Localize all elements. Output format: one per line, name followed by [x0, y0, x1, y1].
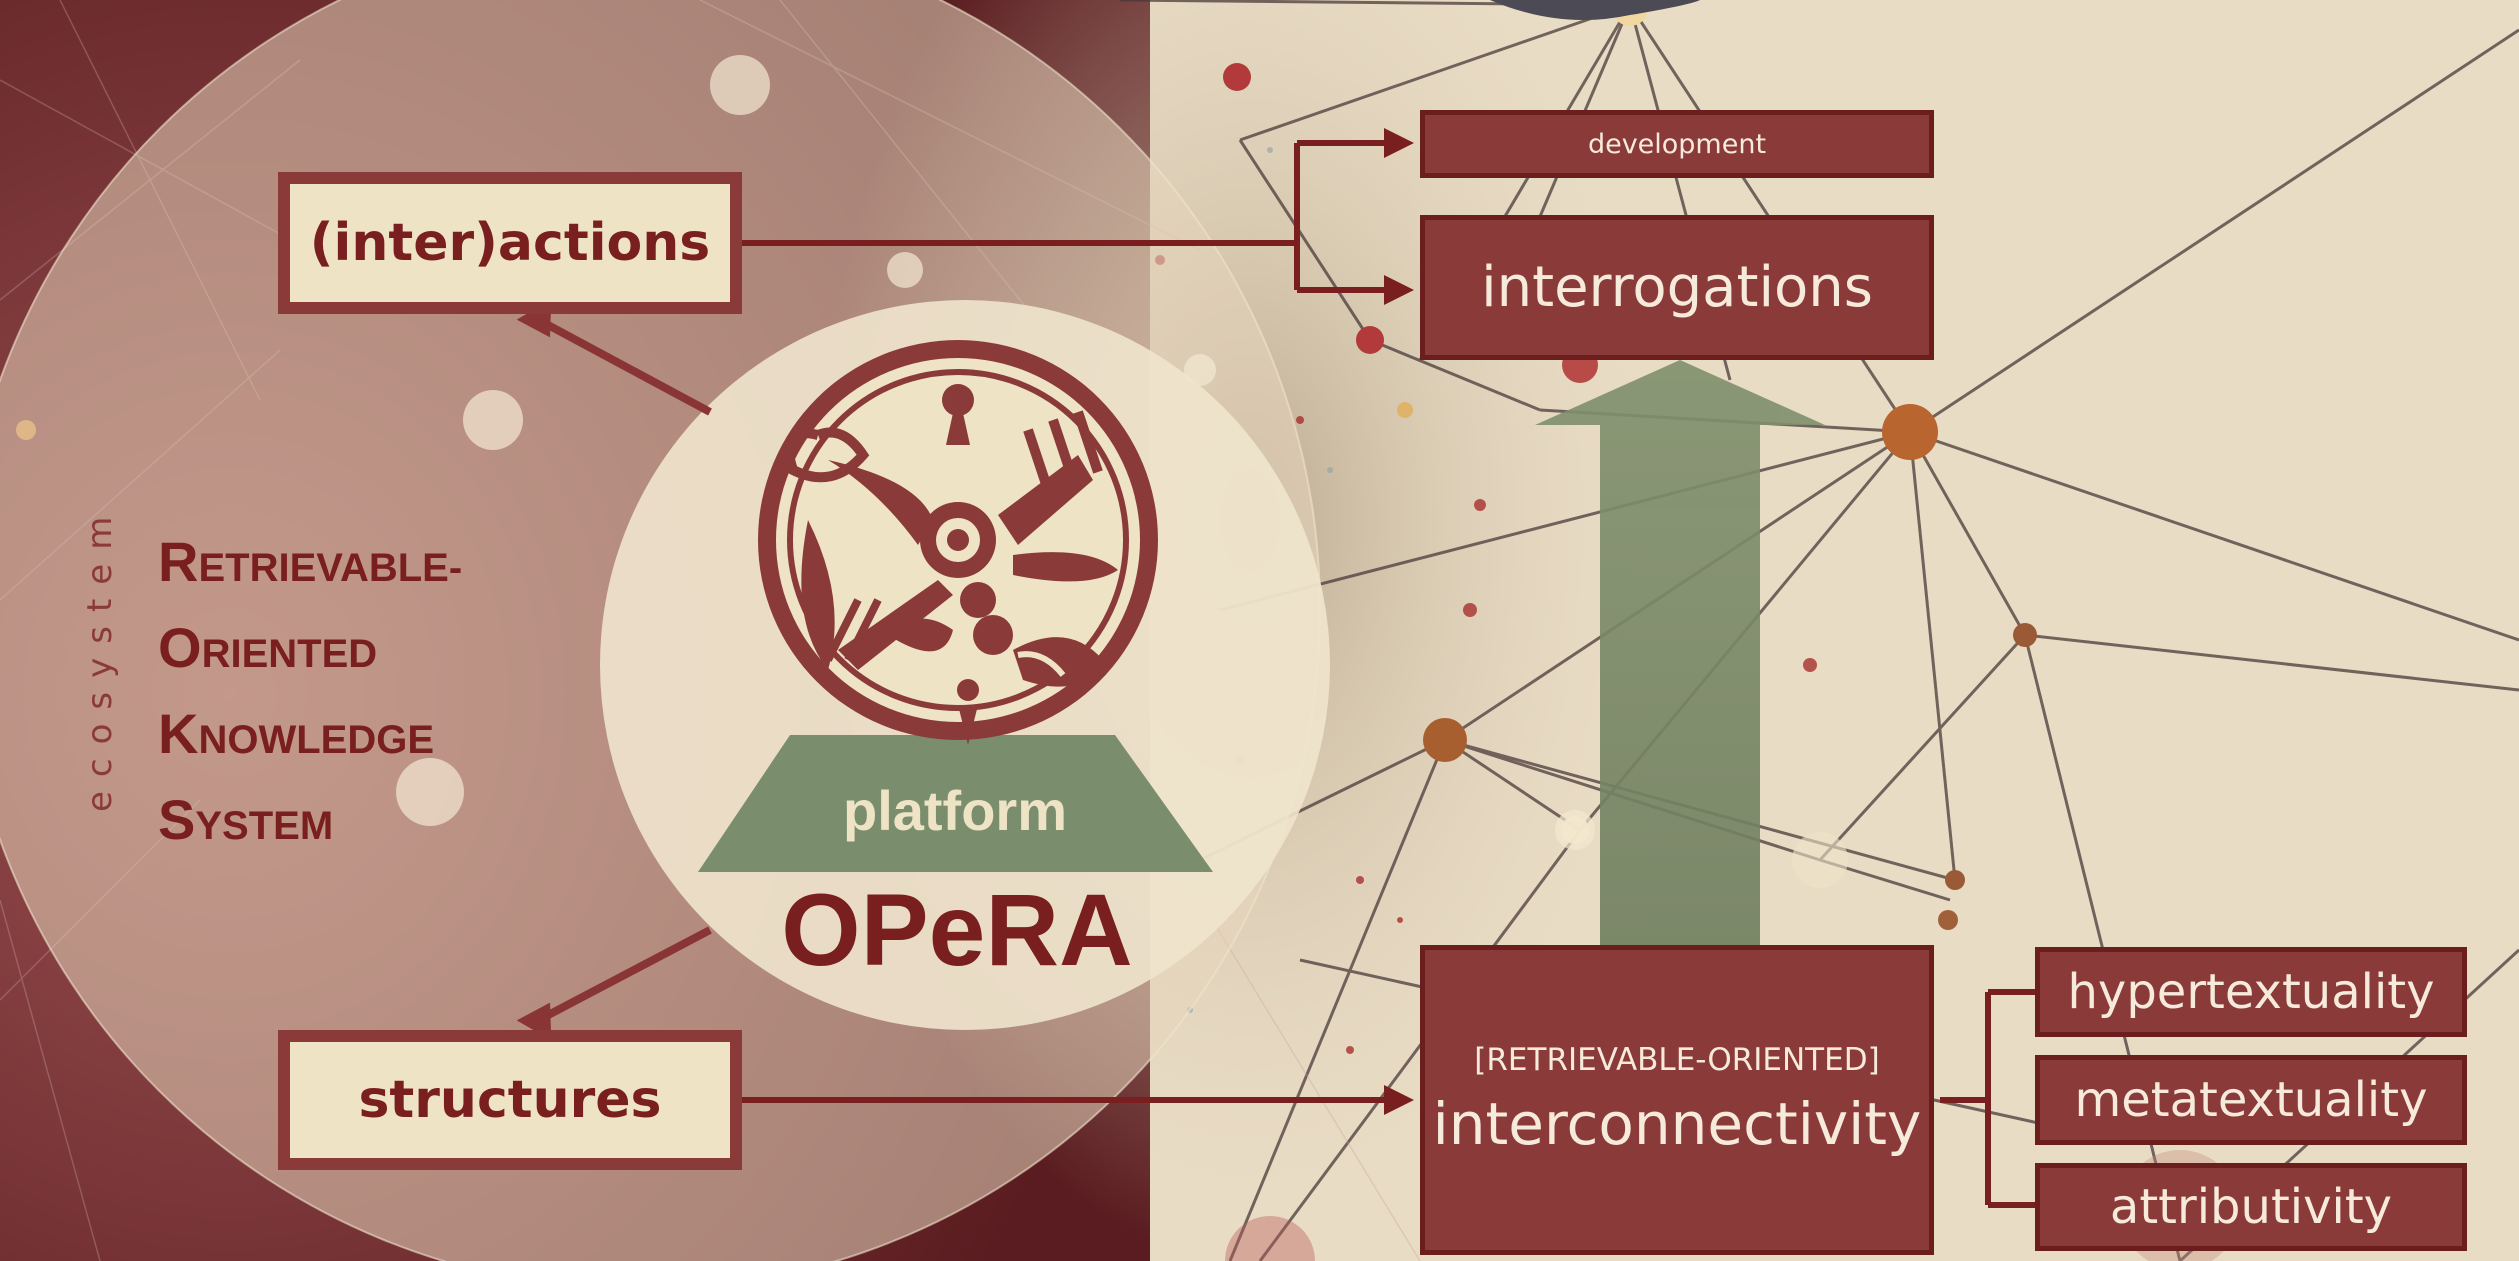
- acronym-title: Retrievable- Oriented Knowledge System: [158, 522, 462, 866]
- acronym-line-2: Oriented: [158, 616, 378, 679]
- interrogations-box: interrogations: [1420, 215, 1934, 360]
- metatextuality-box: metatextuality: [2035, 1055, 2467, 1145]
- structures-label: structures: [358, 1070, 662, 1130]
- metatextuality-label: metatextuality: [2074, 1072, 2428, 1128]
- attributivity-label: attributivity: [2109, 1179, 2393, 1235]
- development-label: development: [1587, 128, 1767, 160]
- acronym-line-3: Knowledge: [158, 702, 434, 765]
- development-box: development: [1420, 110, 1934, 178]
- acronym-line-4: System: [158, 788, 334, 851]
- upward-arrow: [1535, 360, 1825, 950]
- structures-box: structures: [278, 1030, 742, 1170]
- interactions-box: (inter)actions: [278, 172, 742, 314]
- hypertextuality-box: hypertextuality: [2035, 947, 2467, 1037]
- interactions-label: (inter)actions: [309, 213, 711, 273]
- interrogations-label: interrogations: [1481, 255, 1873, 320]
- interconnectivity-label: interconnectivity: [1432, 1090, 1922, 1158]
- opera-emblem: [758, 340, 1158, 745]
- interconnectivity-box: [RETRIEVABLE-ORIENTED] interconnectivity: [1420, 945, 1934, 1255]
- hypertextuality-label: hypertextuality: [2067, 964, 2435, 1020]
- platform-label: platform: [843, 779, 1067, 842]
- ecosystem-label: ecosystem: [80, 502, 120, 812]
- interconnectivity-prefix: [RETRIEVABLE-ORIENTED]: [1474, 1042, 1880, 1078]
- platform-base: [698, 735, 1213, 872]
- opera-title: OPeRA: [781, 873, 1133, 987]
- acronym-line-1: Retrievable-: [158, 530, 463, 593]
- attributivity-box: attributivity: [2035, 1163, 2467, 1251]
